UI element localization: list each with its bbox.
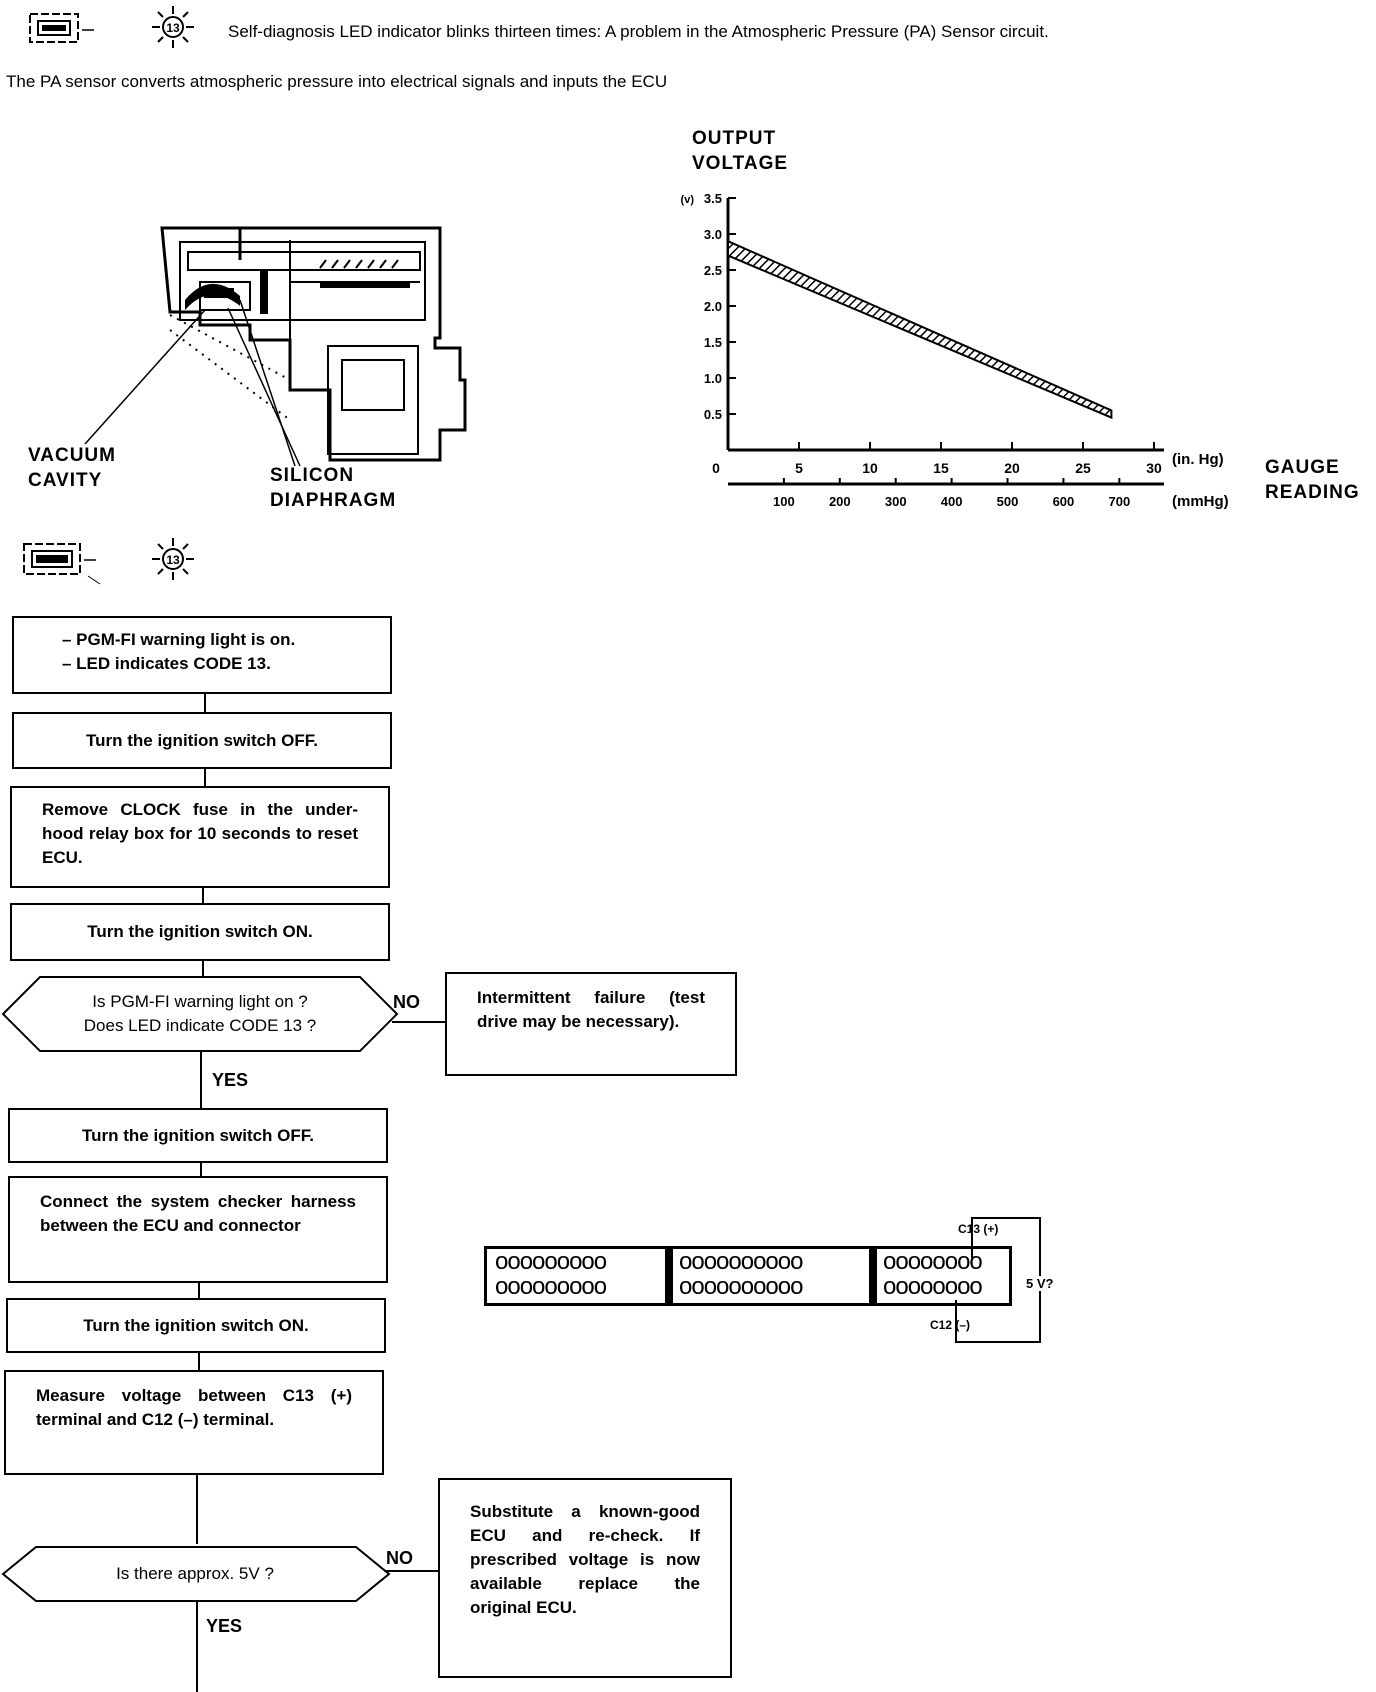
- check-engine-icon: [29, 13, 94, 43]
- x-tick-label-mmhg: 300: [885, 494, 907, 509]
- step-connect-checker: Connect the system checker harness betwe…: [8, 1176, 388, 1283]
- label-c13: C13 (+): [958, 1222, 999, 1236]
- chart-ylabel: OUTPUT VOLTAGE: [692, 128, 789, 174]
- step-measure-voltage: Measure voltage between C13 (+) terminal…: [4, 1370, 384, 1475]
- pa-sensor-cross-section: [160, 226, 467, 462]
- step-ignition-on-1: Turn the ignition switch ON.: [10, 903, 390, 961]
- step-ignition-off-2: Turn the ignition switch OFF.: [8, 1108, 388, 1163]
- x-tick-label: 20: [1004, 460, 1020, 476]
- check-engine-icon-2: [23, 543, 101, 585]
- y-tick-label: 2.5: [704, 263, 722, 278]
- decision-5v: [1, 1546, 391, 1602]
- result-intermittent-failure: Intermittent failure (test drive may be …: [445, 972, 737, 1076]
- step-ignition-on-2: Turn the ignition switch ON.: [6, 1298, 386, 1353]
- voltage-band: [727, 239, 1113, 420]
- led-code-2: 13: [166, 553, 180, 567]
- yes-label-2: YES: [206, 1616, 243, 1636]
- step-remove-clock-fuse: Remove CLOCK fuse in the under-hood rela…: [10, 786, 390, 888]
- x-tick-label: 10: [862, 460, 878, 476]
- x-tick-label: 25: [1075, 460, 1091, 476]
- output-voltage-chart: 3.5 3.0 2.5 2.0 1.5 1.0 0.5 (v) 0 5 10 15 20 25 30 (in.…: [681, 191, 1229, 510]
- x-tick-label: 30: [1146, 460, 1162, 476]
- result-substitute-ecu: Substitute a known-good ECU and re-check…: [438, 1478, 732, 1678]
- no-label-1: NO: [393, 992, 420, 1012]
- y-tick-label: 0.5: [704, 407, 722, 422]
- x-tick-label: 0: [712, 460, 720, 476]
- no-label-2: NO: [386, 1548, 413, 1568]
- decision-warning-light: [1, 976, 399, 1052]
- x-tick-label-mmhg: 100: [773, 494, 795, 509]
- step-warning-on: – PGM-FI warning light is on. – LED indi…: [12, 616, 392, 694]
- x-tick-label-mmhg: 200: [829, 494, 851, 509]
- label-vacuum-cavity: VACUUM CAVITY: [28, 445, 116, 491]
- x-tick-label-mmhg: 500: [997, 494, 1019, 509]
- x-unit-mmhg: (mmHg): [1172, 493, 1229, 510]
- x-tick-label-mmhg: 600: [1053, 494, 1075, 509]
- y-tick-label: 1.0: [704, 371, 722, 386]
- decision-5v-text: Is there approx. 5V ?: [116, 1564, 274, 1583]
- intro-text: The PA sensor converts atmospheric press…: [6, 72, 668, 91]
- led-blink-icon: 13: [152, 6, 194, 48]
- header-text: Self-diagnosis LED indicator blinks thir…: [228, 22, 1049, 41]
- x-unit-inhg: (in. Hg): [1172, 451, 1224, 468]
- step-ignition-off-1: Turn the ignition switch OFF.: [12, 712, 392, 769]
- chart-xlabel: GAUGE READING: [1265, 457, 1360, 503]
- y-tick-label: 2.0: [704, 299, 722, 314]
- label-5v: 5 V?: [1026, 1276, 1054, 1291]
- y-tick-label: 3.5: [704, 191, 722, 206]
- x-tick-label-mmhg: 700: [1108, 494, 1130, 509]
- x-tick-label: 15: [933, 460, 949, 476]
- yes-label-1: YES: [212, 1070, 249, 1090]
- y-unit-label: (v): [681, 194, 695, 206]
- label-silicon-diaphragm: SILICON DIAPHRAGM: [270, 465, 397, 511]
- led-blink-icon-2: 13: [152, 538, 194, 580]
- x-tick-label: 5: [795, 460, 803, 476]
- y-tick-label: 1.5: [704, 335, 722, 350]
- decision-warning-light-text: Is PGM-FI warning light on ? Does LED in…: [83, 992, 317, 1035]
- led-code: 13: [166, 21, 180, 35]
- x-tick-label-mmhg: 400: [941, 494, 963, 509]
- label-c12: C12 (–): [930, 1318, 971, 1332]
- y-tick-label: 3.0: [704, 227, 722, 242]
